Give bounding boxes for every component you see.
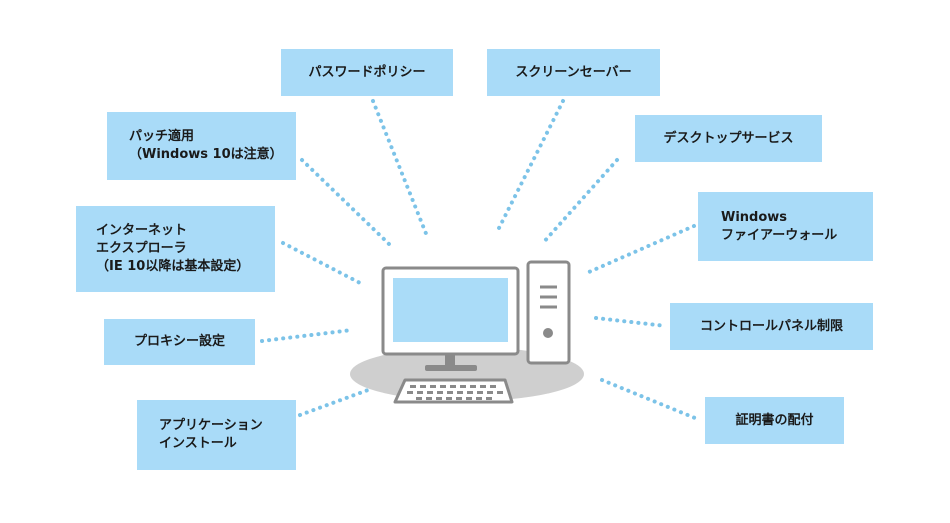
- keyboard-key: [460, 385, 466, 388]
- label-app-install: アプリケーション インストール: [137, 400, 296, 470]
- connector-control-panel: [594, 316, 668, 328]
- label-text: 証明書の配付: [735, 412, 814, 428]
- keyboard-key: [470, 385, 476, 388]
- keyboard-key: [437, 391, 443, 394]
- keyboard-keys: [407, 385, 503, 400]
- label-text: インターネット エクスプローラ （IE 10以降は基本設定）: [96, 223, 250, 274]
- label-text: コントロールパネル制限: [699, 318, 843, 334]
- label-text: Windows ファイアーウォール: [721, 209, 838, 243]
- connectors: [260, 99, 697, 420]
- keyboard-key: [467, 391, 473, 394]
- label-patch: パッチ適用 （Windows 10は注意）: [107, 112, 296, 180]
- connector-patch: [300, 158, 392, 247]
- keyboard-key: [440, 385, 446, 388]
- keyboard-key: [476, 397, 482, 400]
- label-screensaver: スクリーンセーバー: [487, 49, 660, 96]
- connector-screensaver: [495, 99, 565, 234]
- keyboard-key: [446, 397, 452, 400]
- label-windows-firewall: Windows ファイアーウォール: [698, 192, 873, 261]
- label-text: プロキシー設定: [133, 334, 225, 349]
- label-text: スクリーンセーバー: [515, 64, 632, 80]
- label-text: パッチ適用 （Windows 10は注意）: [129, 129, 283, 162]
- keyboard-key: [427, 391, 433, 394]
- monitor-screen: [393, 278, 508, 342]
- keyboard-key: [447, 391, 453, 394]
- keyboard-key: [426, 397, 432, 400]
- keyboard-key: [430, 385, 436, 388]
- connector-proxy: [260, 328, 354, 343]
- label-text: デスクトップサービス: [663, 130, 794, 146]
- keyboard-key: [466, 397, 472, 400]
- keyboard-key: [497, 391, 503, 394]
- keyboard-key: [456, 397, 462, 400]
- keyboard-key: [450, 385, 456, 388]
- connector-app-install: [298, 388, 370, 417]
- label-proxy: プロキシー設定: [104, 319, 255, 365]
- keyboard-key: [490, 385, 496, 388]
- connector-certificate: [600, 378, 697, 420]
- label-password-policy: パスワードポリシー: [281, 49, 453, 96]
- keyboard-key: [407, 391, 413, 394]
- monitor-neck: [445, 354, 455, 366]
- keyboard-key: [477, 391, 483, 394]
- connector-windows-firewall: [587, 224, 696, 274]
- keyboard-key: [436, 397, 442, 400]
- connector-internet-explorer: [281, 241, 364, 286]
- keyboard-key: [410, 385, 416, 388]
- label-text: パスワードポリシー: [308, 64, 426, 80]
- tower-power-button: [543, 328, 553, 338]
- label-desktop-services: デスクトップサービス: [635, 115, 822, 162]
- keyboard-key: [457, 391, 463, 394]
- label-control-panel: コントロールパネル制限: [670, 303, 873, 350]
- computer-icon: [350, 260, 584, 404]
- keyboard-key: [480, 385, 486, 388]
- keyboard-key: [416, 397, 422, 400]
- label-text: アプリケーション インストール: [159, 418, 263, 451]
- keyboard-key: [486, 397, 492, 400]
- connector-desktop-services: [540, 158, 619, 246]
- tower-case: [526, 260, 571, 365]
- label-certificate: 証明書の配付: [705, 397, 844, 444]
- monitor-base: [425, 365, 477, 371]
- keyboard-key: [420, 385, 426, 388]
- connector-password-policy: [371, 99, 429, 238]
- label-internet-explorer: インターネット エクスプローラ （IE 10以降は基本設定）: [76, 206, 275, 292]
- keyboard-key: [417, 391, 423, 394]
- keyboard-key: [487, 391, 493, 394]
